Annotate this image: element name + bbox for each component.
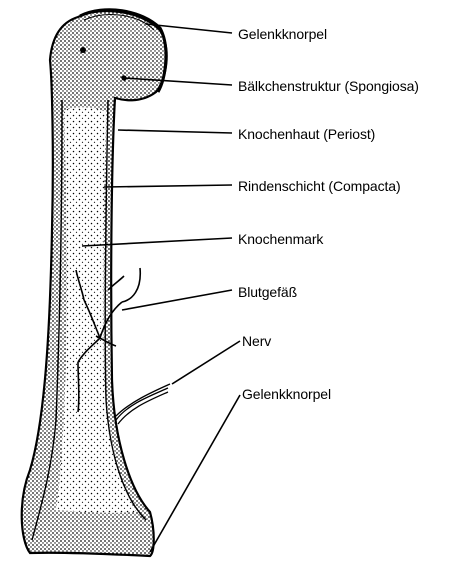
leader-articular-cartilage-bottom [150, 395, 240, 552]
label-nerve: Nerv [242, 333, 271, 349]
leader-blood-vessel [122, 290, 232, 310]
leader-periosteum [118, 130, 232, 133]
label-compact-bone: Rindenschicht (Compacta) [238, 178, 401, 194]
label-periosteum: Knochenhaut (Periost) [238, 126, 375, 142]
label-bone-marrow: Knochenmark [238, 231, 323, 247]
label-articular-cartilage-bottom: Gelenkknorpel [242, 386, 331, 402]
leader-nerve [172, 341, 240, 384]
label-blood-vessel: Blutgefäß [238, 284, 297, 300]
nerve-drawing [116, 384, 170, 424]
label-articular-cartilage-top: Gelenkknorpel [238, 26, 327, 42]
leader-compact-bone [104, 185, 232, 187]
label-spongy-bone: Bälkchenstruktur (Spongiosa) [238, 78, 419, 94]
